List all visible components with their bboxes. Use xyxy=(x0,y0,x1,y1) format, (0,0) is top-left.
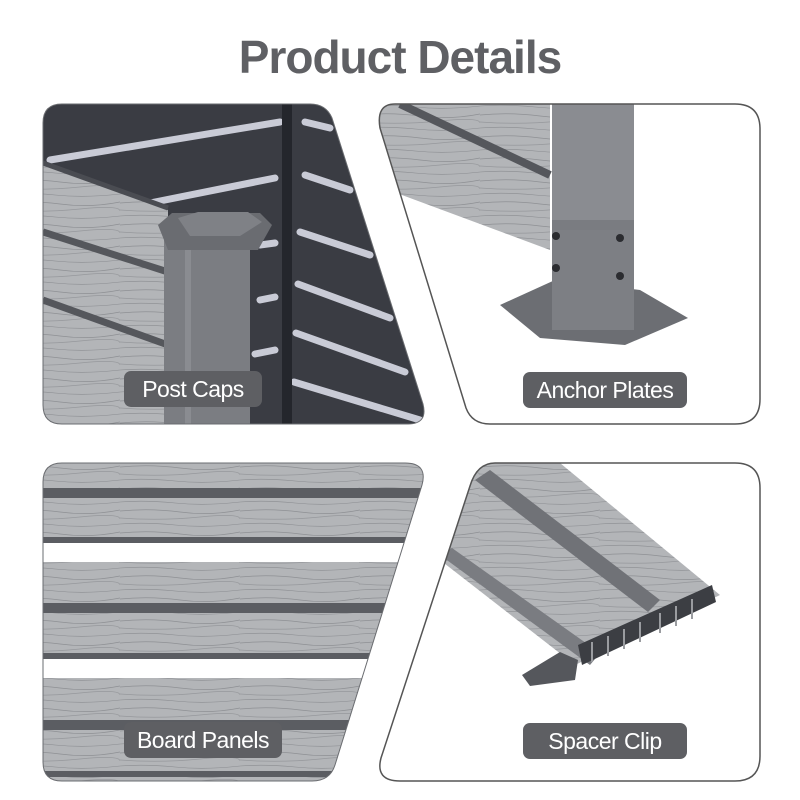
label-anchor-plates: Anchor Plates xyxy=(523,372,687,408)
label-spacer-clip: Spacer Clip xyxy=(523,723,687,759)
label-post-caps: Post Caps xyxy=(124,371,262,407)
label-board-panels: Board Panels xyxy=(124,722,282,758)
page-title: Product Details xyxy=(238,31,562,83)
